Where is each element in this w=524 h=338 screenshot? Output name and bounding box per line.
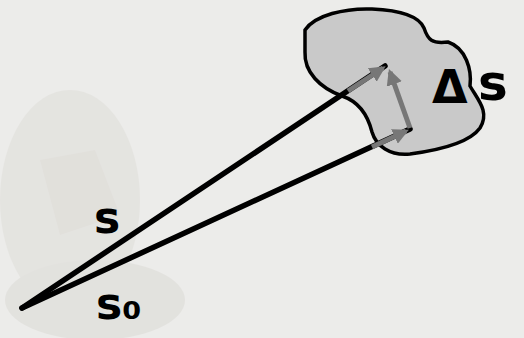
vector-label: s₀ <box>96 282 141 326</box>
body-outline <box>305 9 484 154</box>
vector-label: s <box>478 58 508 108</box>
vector-arrowhead <box>348 68 383 91</box>
faded-background <box>0 90 185 338</box>
vector-arrowhead <box>372 131 406 147</box>
vector-label: s <box>94 196 120 240</box>
position-vector-s0 <box>22 129 410 308</box>
position-vector-s <box>22 66 385 308</box>
vector-label: Δ <box>432 64 468 110</box>
delta-s-arrow <box>390 72 410 128</box>
